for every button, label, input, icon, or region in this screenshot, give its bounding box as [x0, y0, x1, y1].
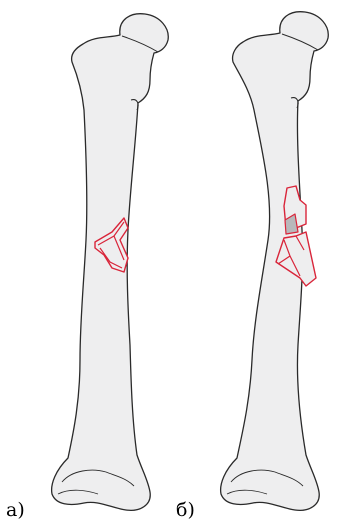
panel-label-a: а) [6, 499, 25, 521]
femur-a [52, 14, 169, 511]
panel-label-b: б) [176, 499, 195, 521]
femur-b [221, 12, 329, 511]
